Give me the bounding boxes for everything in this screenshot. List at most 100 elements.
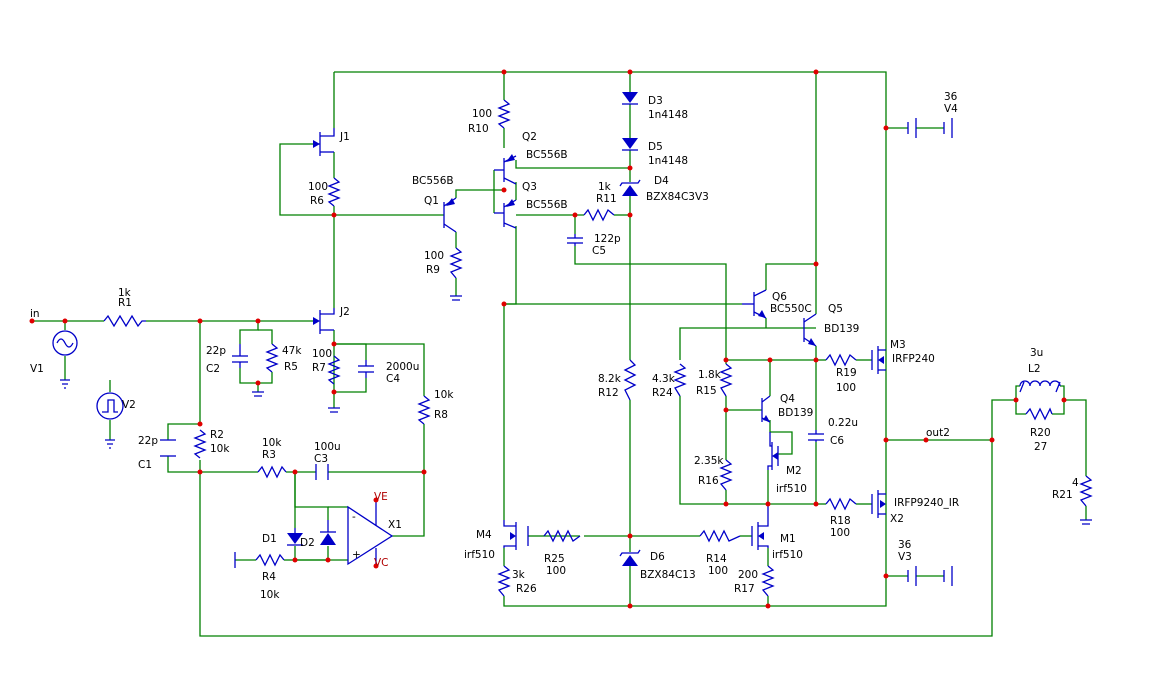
c3-value: 100u xyxy=(314,441,341,453)
v3-label: V3 xyxy=(898,551,912,563)
r5-value: 47k xyxy=(282,345,302,357)
c6-symbol xyxy=(808,430,824,442)
c6-label: C6 xyxy=(830,435,844,447)
r6-value: 100 xyxy=(308,181,328,193)
r3-symbol xyxy=(257,465,287,479)
r12-label: R12 xyxy=(598,387,619,399)
r9-label: R9 xyxy=(426,264,440,276)
c4-value: 2000u xyxy=(386,361,419,373)
c6-value: 0.22u xyxy=(828,417,858,429)
r16-value: 2.35k xyxy=(694,455,724,467)
m3-label: M3 xyxy=(890,339,906,351)
m2-symbol xyxy=(767,432,779,470)
v4-symbol xyxy=(907,118,953,138)
r5-label: R5 xyxy=(284,361,298,373)
r15-value: 1.8k xyxy=(698,369,722,381)
q6-symbol xyxy=(742,289,767,319)
components: - + xyxy=(52,92,1093,597)
r8-value: 10k xyxy=(434,389,454,401)
r14-value: 100 xyxy=(708,565,728,577)
m4-label: M4 xyxy=(476,529,492,541)
c5-label: C5 xyxy=(592,245,606,257)
r21-symbol xyxy=(1079,475,1093,507)
r2-value: 10k xyxy=(210,443,230,455)
x2-symbol xyxy=(871,490,886,518)
c4-label: C4 xyxy=(386,373,400,385)
r16-label: R16 xyxy=(698,475,719,487)
r11-label: R11 xyxy=(596,193,617,205)
r16-symbol xyxy=(719,459,733,491)
r24-symbol xyxy=(673,363,687,397)
m3-symbol xyxy=(871,346,886,374)
d4-value: BZX84C3V3 xyxy=(646,191,709,203)
r12-value: 8.2k xyxy=(598,373,622,385)
r6-symbol xyxy=(327,177,341,207)
r7-symbol xyxy=(327,355,341,385)
q3-label: Q3 xyxy=(522,181,537,193)
q1-label: Q1 xyxy=(424,195,439,207)
r4-symbol xyxy=(255,553,285,567)
q3-symbol xyxy=(494,199,517,229)
v2-source-symbol xyxy=(96,392,124,420)
c3-label: C3 xyxy=(314,453,328,465)
r7-value: 100 xyxy=(312,348,332,360)
v3-symbol xyxy=(907,566,953,586)
c1-label: C1 xyxy=(138,459,152,471)
x2-part: IRFP9240_IR xyxy=(894,497,959,509)
q5-label: Q5 xyxy=(828,303,843,315)
d5-label: D5 xyxy=(648,141,663,153)
r21-label: R21 xyxy=(1052,489,1073,501)
r3-label: R3 xyxy=(262,449,276,461)
r8-label: R8 xyxy=(434,409,448,421)
m4-symbol xyxy=(503,520,529,550)
c2-symbol xyxy=(232,344,248,368)
r6-label: R6 xyxy=(310,195,324,207)
r2-label: R2 xyxy=(210,429,224,441)
v4-label: V4 xyxy=(944,103,958,115)
r17-value: 200 xyxy=(738,569,758,581)
m1-part: irf510 xyxy=(772,549,803,561)
x2-label: X2 xyxy=(890,513,904,525)
q2-part: BC556B xyxy=(526,149,568,161)
r25-label: R25 xyxy=(544,553,565,565)
q4-symbol xyxy=(761,395,771,423)
r26-label: R26 xyxy=(516,583,537,595)
junction-dots xyxy=(29,69,1067,609)
d2-symbol xyxy=(320,520,336,545)
q4-part: BD139 xyxy=(778,407,813,419)
net-label-out2: out2 xyxy=(926,427,950,439)
v3-value: 36 xyxy=(898,539,912,551)
net-label-in: in xyxy=(30,308,40,320)
r9-symbol xyxy=(449,247,463,279)
c1-value: 22p xyxy=(138,435,158,447)
r1-value: 1k xyxy=(118,287,132,299)
q5-symbol xyxy=(803,313,817,347)
v2-label: V2 xyxy=(122,399,136,411)
r5-symbol xyxy=(265,343,279,373)
wires xyxy=(32,71,1087,637)
x1-opamp-symbol: - + xyxy=(347,500,394,566)
r26-symbol xyxy=(497,565,511,597)
q2-symbol xyxy=(494,154,517,185)
r18-label: R18 xyxy=(830,515,851,527)
r4-value: 10k xyxy=(260,589,280,601)
r1-label: R1 xyxy=(118,297,132,309)
c5-symbol xyxy=(567,234,583,246)
r11-value: 1k xyxy=(598,181,612,193)
r15-label: R15 xyxy=(696,385,717,397)
l2-value: 3u xyxy=(1030,347,1043,359)
d6-label: D6 xyxy=(650,551,665,563)
d6-symbol xyxy=(619,549,641,566)
svg-text:+: + xyxy=(352,549,361,561)
r26-value: 3k xyxy=(512,569,526,581)
r21-value: 4 xyxy=(1072,477,1079,489)
r17-symbol xyxy=(761,565,775,597)
d3-label: D3 xyxy=(648,95,663,107)
r10-label: R10 xyxy=(468,123,489,135)
d1-symbol xyxy=(287,528,303,546)
d4-symbol xyxy=(619,179,641,196)
q2-label: Q2 xyxy=(522,131,537,143)
q5-part: BD139 xyxy=(824,323,859,335)
c3-symbol xyxy=(315,464,329,480)
